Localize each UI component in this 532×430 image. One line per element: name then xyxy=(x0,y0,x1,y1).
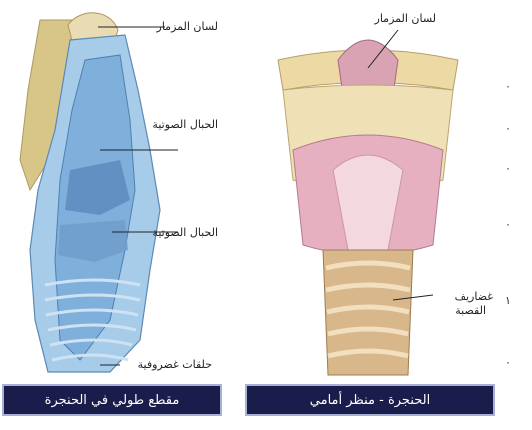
right-caption-text: الحنجرة - منظر أمامي xyxy=(310,393,430,408)
label-vocal-cords-1: الحبال الصوتية xyxy=(152,118,218,131)
side-mark-2: ٠ xyxy=(505,122,511,135)
right-larynx-figure: لسان المزمار غضاريف القصبة xyxy=(238,0,500,380)
side-mark-4: ٠ xyxy=(505,218,511,231)
label-tracheal-cartilage-2: القصبة xyxy=(455,304,486,317)
side-mark-5: ١ xyxy=(505,294,511,307)
label-cartilage-rings: حلقات غضروفية xyxy=(138,358,212,371)
side-mark-6: ٠ xyxy=(505,356,511,369)
label-epiglottis: لسان المزمار xyxy=(156,20,218,33)
left-caption: مقطع طولي في الحنجرة xyxy=(2,384,222,416)
label-epiglottis-front: لسان المزمار xyxy=(374,12,436,25)
right-caption: الحنجرة - منظر أمامي xyxy=(245,384,495,416)
side-mark-1: ٠ xyxy=(505,80,511,93)
label-tracheal-cartilage-1: غضاريف xyxy=(455,290,494,303)
label-vocal-cords-2: الحبال الصوتية xyxy=(152,226,218,239)
left-larynx-illustration: لسان المزمار الحبال الصوتية الحبال الصوت… xyxy=(0,0,225,380)
left-caption-text: مقطع طولي في الحنجرة xyxy=(45,393,180,408)
side-mark-3: ٠ xyxy=(505,162,511,175)
left-larynx-figure: لسان المزمار الحبال الصوتية الحبال الصوت… xyxy=(0,0,225,380)
right-larynx-illustration: لسان المزمار غضاريف القصبة xyxy=(238,0,500,380)
